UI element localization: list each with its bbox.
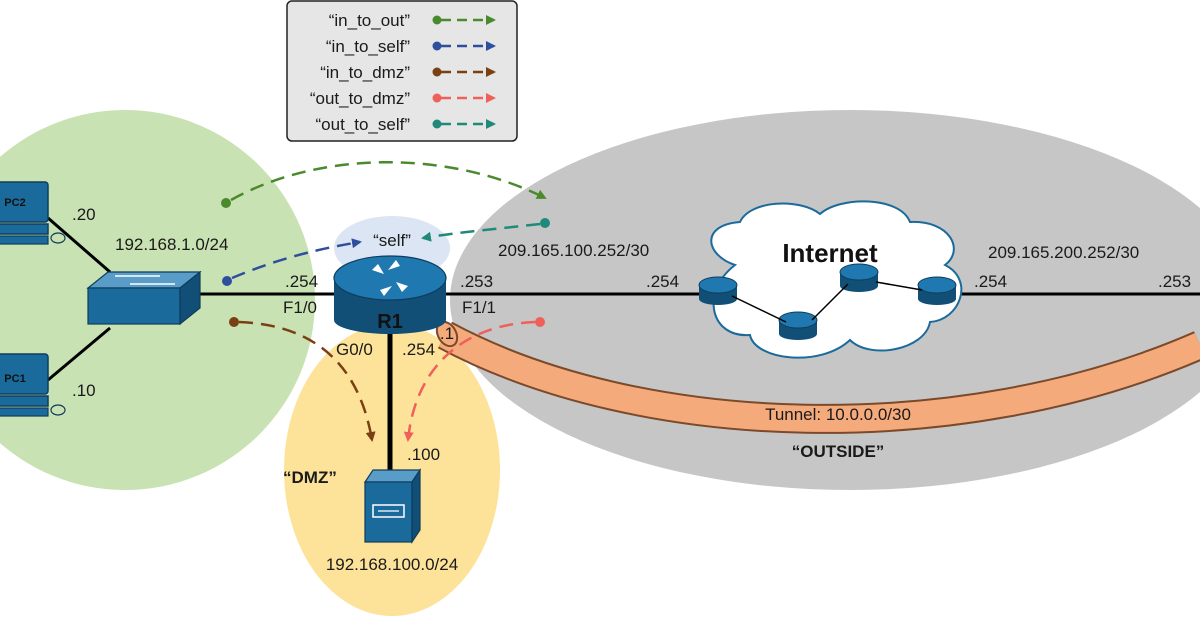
pc2-ip: .20 xyxy=(72,205,96,224)
internet-left-ip: .254 xyxy=(646,272,679,291)
tunnel-pipe-fill xyxy=(438,323,1200,432)
legend-label-in-to-dmz: “in_to_dmz” xyxy=(320,63,410,82)
legend-label-out-to-dmz: “out_to_dmz” xyxy=(310,89,410,108)
legend-arrow-in-to-self xyxy=(432,41,496,51)
server-icon xyxy=(363,468,422,544)
router-f11-ip: .253 xyxy=(460,272,493,291)
outside-label: “OUTSIDE” xyxy=(792,442,885,461)
cloud-link-a xyxy=(731,295,787,323)
legend-arrow-in-to-dmz xyxy=(432,67,496,77)
outside-left-subnet: 209.165.100.252/30 xyxy=(498,241,649,260)
flow-out-to-dmz xyxy=(403,317,545,442)
link-pc1-switch xyxy=(47,326,111,382)
cloud-link-b xyxy=(811,283,849,321)
router-f10-label: F1/0 xyxy=(283,298,317,317)
cloud-link-c xyxy=(875,281,923,291)
internet-far-right-ip: .253 xyxy=(1158,272,1191,291)
pc1-icon xyxy=(0,353,66,417)
internet-cloud xyxy=(710,200,963,359)
router-tunnel-ip: .1 xyxy=(440,324,454,343)
internet-right-ip: .254 xyxy=(974,272,1007,291)
pc1-ip: .10 xyxy=(72,381,96,400)
legend-label-in-to-out: “in_to_out” xyxy=(329,11,411,30)
outside-right-subnet: 209.165.200.252/30 xyxy=(988,243,1139,262)
pc1-name: PC1 xyxy=(4,373,25,385)
dmz-subnet: 192.168.100.0/24 xyxy=(326,555,458,574)
router-r1-icon xyxy=(333,255,447,334)
pc2-icon xyxy=(0,181,66,245)
legend: “in_to_out” “in_to_self” “in_to_dmz” “ou… xyxy=(286,0,518,142)
router-g00-ip: .254 xyxy=(402,340,435,359)
self-label: “self” xyxy=(373,231,411,250)
server-ip: .100 xyxy=(407,445,440,464)
legend-arrow-out-to-self xyxy=(432,119,496,129)
router-f11-label: F1/1 xyxy=(462,298,496,317)
dmz-label: “DMZ” xyxy=(283,468,337,487)
pc2-name: PC2 xyxy=(4,197,25,209)
router-g00-label: G0/0 xyxy=(336,340,373,359)
link-pc2-switch xyxy=(47,216,111,274)
legend-arrow-out-to-dmz xyxy=(432,93,496,103)
tunnel-label: Tunnel: 10.0.0.0/30 xyxy=(765,405,911,424)
cloud-router-top-icon xyxy=(839,263,879,292)
inside-subnet: 192.168.1.0/24 xyxy=(115,235,228,254)
flow-in-to-self xyxy=(222,238,362,286)
legend-label-out-to-self: “out_to_self” xyxy=(316,115,411,134)
internet-label: Internet xyxy=(782,238,878,268)
flow-out-to-self xyxy=(421,218,550,242)
switch-icon xyxy=(86,270,202,326)
router-name: R1 xyxy=(377,311,403,333)
flow-in-to-out xyxy=(221,161,547,208)
cloud-router-left-icon xyxy=(698,276,738,305)
cloud-router-bottom-icon xyxy=(778,311,818,340)
cloud-router-right-icon xyxy=(917,276,957,305)
router-f10-ip: .254 xyxy=(285,272,318,291)
flow-in-to-dmz xyxy=(229,317,376,442)
legend-arrow-in-to-out xyxy=(432,15,496,25)
legend-label-in-to-self: “in_to_self” xyxy=(326,37,410,56)
